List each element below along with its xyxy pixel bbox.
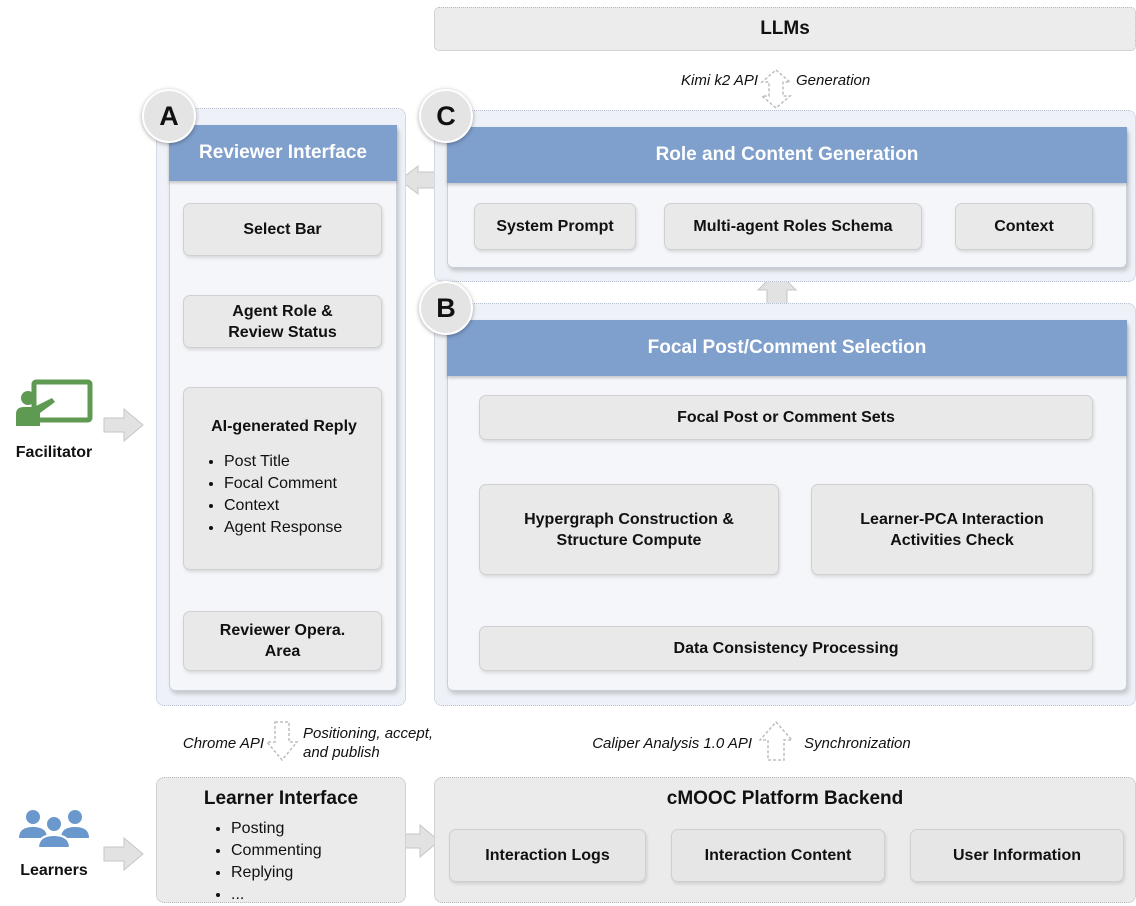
hypergraph-line2: Structure Compute — [556, 531, 702, 549]
learner-pca-box: Learner-PCA Interaction Activities Check — [811, 484, 1093, 575]
interaction-logs-label: Interaction Logs — [485, 847, 610, 864]
list-item: Posting — [231, 818, 322, 840]
selection-header: Focal Post/Comment Selection — [447, 320, 1127, 376]
context-box: Context — [955, 203, 1093, 250]
reviewer-opera-line2: Area — [264, 643, 301, 660]
badge-c: C — [419, 89, 473, 143]
reviewer-opera-line1: Reviewer Opera. — [219, 622, 346, 639]
facilitator-icon — [14, 378, 94, 432]
llms-label: LLMs — [760, 18, 810, 39]
select-bar-box: Select Bar — [183, 203, 382, 256]
llm-double-arrow — [759, 69, 793, 109]
system-prompt-box: System Prompt — [474, 203, 636, 250]
roles-schema-label: Multi-agent Roles Schema — [693, 218, 893, 235]
badge-b: B — [419, 281, 473, 335]
context-label: Context — [994, 218, 1054, 235]
interaction-content-label: Interaction Content — [704, 847, 852, 864]
ai-reply-title: AI-generated Reply — [211, 418, 357, 435]
generation-header: Role and Content Generation — [447, 127, 1127, 183]
hypergraph-line1: Hypergraph Construction & — [524, 510, 734, 528]
list-item: Agent Response — [224, 517, 342, 539]
data-processing-label: Data Consistency Processing — [673, 640, 899, 657]
chrome-api-arrow — [265, 721, 299, 762]
learner-interface-list: Posting Commenting Replying ... — [209, 818, 322, 906]
user-information-box: User Information — [910, 829, 1124, 882]
list-item: Commenting — [231, 840, 322, 862]
caliper-api-label: Caliper Analysis 1.0 API — [592, 735, 752, 752]
learners-label: Learners — [20, 862, 88, 879]
backend-title: cMOOC Platform Backend — [666, 788, 904, 809]
data-processing-box: Data Consistency Processing — [479, 626, 1093, 671]
llms-bar: LLMs — [434, 7, 1136, 51]
synchronization-label: Synchronization — [804, 735, 911, 752]
agent-role-line2: Review Status — [228, 323, 337, 341]
generation-api-label: Generation — [796, 72, 871, 89]
facilitator-label: Facilitator — [15, 444, 93, 461]
list-item: Focal Comment — [224, 473, 342, 495]
reviewer-header: Reviewer Interface — [169, 125, 397, 181]
interaction-content-box: Interaction Content — [671, 829, 885, 882]
agent-role-box: Agent Role & Review Status — [183, 295, 382, 348]
learners-arrow — [103, 836, 144, 872]
user-information-label: User Information — [952, 847, 1081, 864]
focal-sets-label: Focal Post or Comment Sets — [677, 409, 895, 426]
positioning-label-line2: and publish — [303, 744, 380, 761]
list-item: Context — [224, 495, 342, 517]
learner-pca-line1: Learner-PCA Interaction — [860, 510, 1044, 528]
reviewer-opera-box: Reviewer Opera. Area — [183, 611, 382, 671]
kimi-api-label: Kimi k2 API — [681, 72, 758, 89]
focal-sets-box: Focal Post or Comment Sets — [479, 395, 1093, 440]
learner-interface-title: Learner Interface — [203, 788, 359, 809]
learners-icon — [14, 808, 94, 856]
list-item: Replying — [231, 862, 322, 884]
list-item: ... — [231, 884, 322, 906]
reviewer-title: Reviewer Interface — [199, 142, 367, 163]
generation-title: Role and Content Generation — [655, 144, 919, 165]
hypergraph-box: Hypergraph Construction & Structure Comp… — [479, 484, 779, 575]
caliper-api-arrow — [758, 720, 794, 761]
interaction-logs-box: Interaction Logs — [449, 829, 646, 882]
facilitator-arrow — [103, 407, 144, 443]
learner-pca-line2: Activities Check — [890, 531, 1014, 549]
ai-reply-list: Post Title Focal Comment Context Agent R… — [202, 451, 342, 539]
system-prompt-label: System Prompt — [496, 218, 614, 235]
select-bar-label: Select Bar — [243, 221, 322, 238]
badge-a: A — [142, 89, 196, 143]
positioning-label-line1: Positioning, accept, — [303, 725, 434, 742]
selection-title: Focal Post/Comment Selection — [647, 337, 927, 358]
learner-interface-region: Learner Interface Posting Commenting Rep… — [156, 777, 406, 903]
roles-schema-box: Multi-agent Roles Schema — [664, 203, 922, 250]
list-item: Post Title — [224, 451, 342, 473]
agent-role-line1: Agent Role & — [232, 302, 333, 320]
chrome-api-label: Chrome API — [182, 735, 264, 752]
ai-reply-box: AI-generated Reply Post Title Focal Comm… — [183, 387, 382, 570]
